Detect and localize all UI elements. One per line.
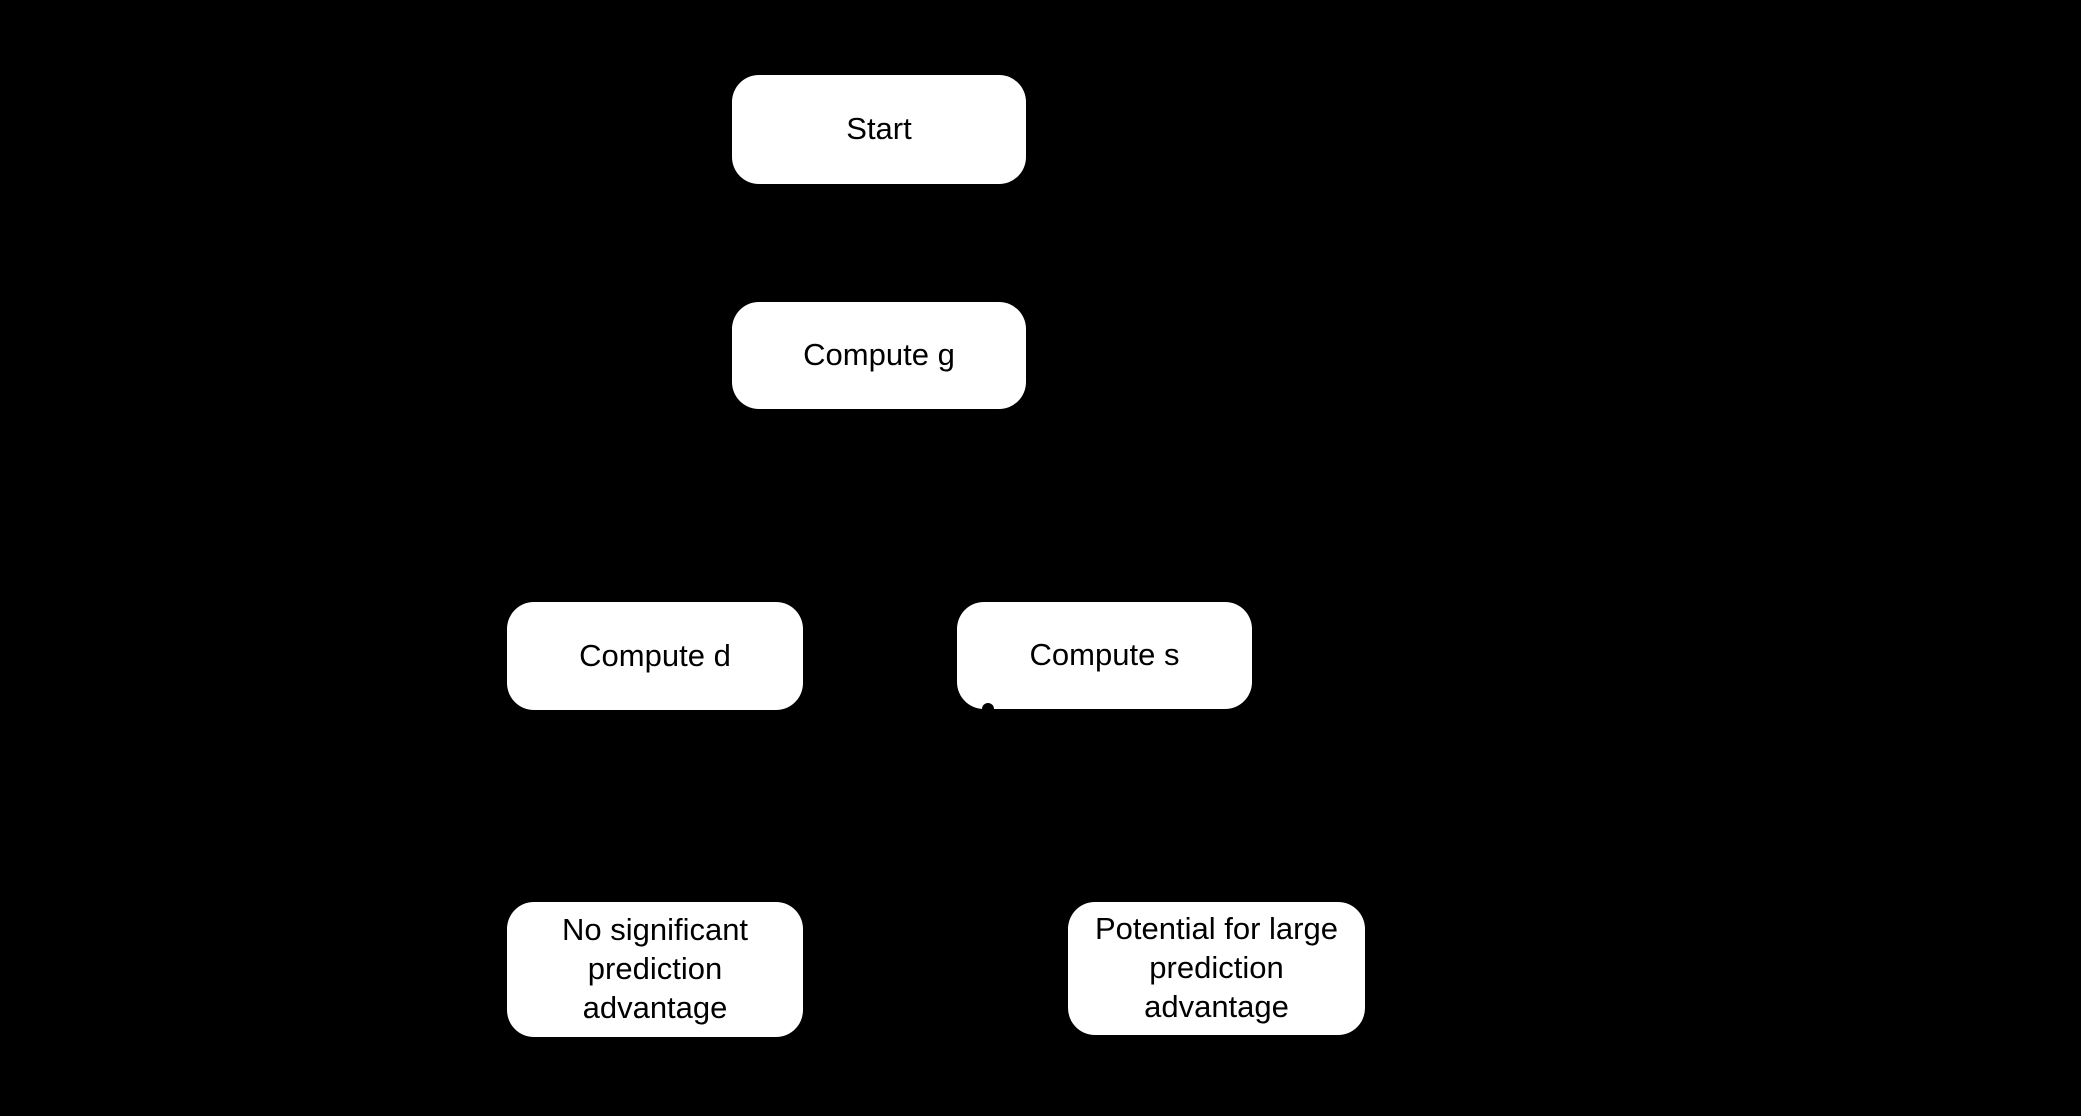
node-potential-large-advantage: Potential for large prediction advantage <box>1068 902 1365 1035</box>
node-compute-d: Compute d <box>507 602 803 710</box>
node-compute-g: Compute g <box>732 302 1026 409</box>
node-compute-s-label: Compute s <box>1029 637 1180 673</box>
arrowhead-tip-artifact <box>982 703 994 710</box>
node-start-label: Start <box>846 111 912 147</box>
node-compute-d-label: Compute d <box>579 637 731 673</box>
node-potential-large-advantage-label: Potential for large prediction advantage <box>1095 911 1338 1024</box>
node-no-significant-advantage-label: No significant prediction advantage <box>561 912 749 1025</box>
node-start: Start <box>732 75 1026 184</box>
node-compute-s: Compute s <box>957 602 1252 709</box>
node-no-significant-advantage: No significant prediction advantage <box>507 902 803 1037</box>
node-compute-g-label: Compute g <box>803 337 955 373</box>
